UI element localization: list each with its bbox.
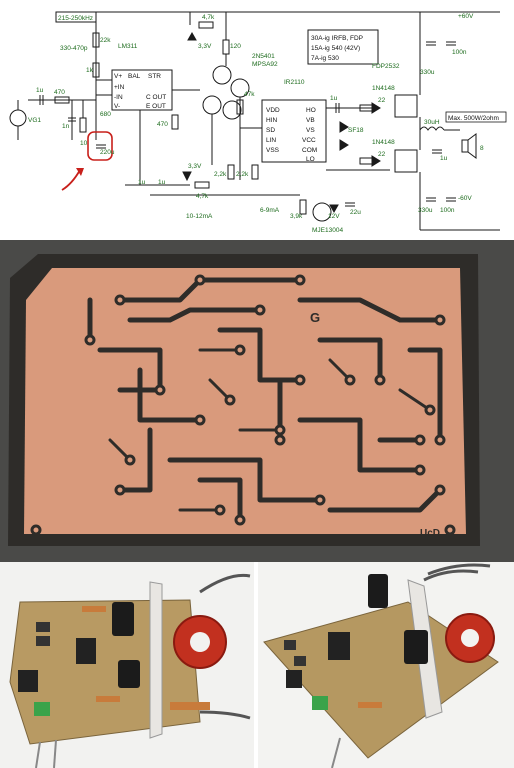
label-inductor: 30uH [424, 119, 440, 126]
assembled-board-photo-right [258, 562, 514, 768]
label-zener-bottom: 3,3V [188, 163, 202, 170]
label-ir2110: IR2110 [284, 79, 305, 86]
pin-vss: VSS [266, 147, 280, 154]
label-fdp2532: FDP2532 [372, 63, 400, 70]
label-c1u-left-1: 1u [138, 179, 146, 186]
pin-sd: SD [266, 127, 275, 134]
label-source: VG1 [28, 117, 41, 124]
pin-vs: VS [306, 127, 315, 134]
label-c330u-b: 330u [418, 207, 433, 214]
label-zener-12v: 12V [328, 213, 340, 220]
label-power: Max. 500W/2ohm [448, 115, 499, 122]
label-r2k2-b: 2,2k [236, 171, 249, 178]
pin-in-minus: -IN [114, 94, 123, 101]
label-c100n-a: 100n [452, 49, 467, 56]
label-frequency: 215-250kHz [58, 15, 93, 22]
label-r470-input: 470 [54, 89, 65, 96]
copper-pour [24, 268, 466, 534]
mosfet-note-3: 7A-ig 530 [311, 55, 339, 62]
label-c330u-a: 330u [420, 69, 435, 76]
label-vplus: +60V [458, 13, 474, 20]
label-sf18: SF18 [348, 127, 364, 134]
label-current: 10-12mA [186, 213, 213, 220]
label-lm311: LM311 [118, 43, 138, 50]
pin-cout: C OUT [146, 94, 166, 101]
label-c1u-boot: 1u [330, 95, 338, 102]
label-r22-a: 22 [378, 97, 386, 104]
label-vminus: -60V [458, 195, 472, 202]
label-transistor-2n5401: 2N5401 [252, 53, 275, 60]
label-r1k: 1k [86, 67, 94, 74]
label-r3k9: 3,9k [290, 213, 303, 220]
label-zener-top: 3,3V [198, 43, 212, 50]
pin-hin: HIN [266, 117, 278, 124]
label-r680: 680 [100, 111, 111, 118]
mosfet-note-2: 15A-ig 540 (42V) [311, 45, 360, 52]
pin-vb: VB [306, 117, 315, 124]
label-r22k: 22k [100, 37, 111, 44]
label-c100n-b: 100n [440, 207, 455, 214]
label-diode-2: 1N4148 [372, 139, 395, 146]
label-c1u-left-2: 1u [158, 179, 166, 186]
pin-vplus: V+ [114, 73, 122, 80]
label-r120: 120 [230, 43, 241, 50]
label-diode-1: 1N4148 [372, 85, 395, 92]
pin-lin: LIN [266, 137, 276, 144]
pin-str: STR [148, 73, 161, 80]
highlight-circle [87, 131, 113, 161]
label-r22-b: 22 [378, 151, 386, 158]
pcb-marking-g: G [310, 310, 320, 325]
pin-vdd: VDD [266, 107, 280, 114]
label-c1u-input: 1u [36, 87, 44, 94]
label-c22u: 22u [350, 209, 361, 216]
pcb-marking-ucd: UcD [420, 528, 440, 539]
label-current-6-9: 6-9mA [260, 207, 280, 214]
pin-in-plus: +IN [114, 84, 125, 91]
pin-eout: E OUT [146, 103, 166, 110]
label-r470-out: 470 [157, 121, 168, 128]
label-r2k2-a: 2,2k [214, 171, 227, 178]
label-r47k: 47k [244, 91, 255, 98]
label-r4k7-bottom: 4,7k [196, 193, 209, 200]
label-cap-range: 330-470p [60, 45, 88, 52]
pin-lo: LO [306, 156, 315, 163]
label-speaker: 8 [480, 145, 484, 152]
pin-com: COM [302, 147, 317, 154]
label-r10: 10 [80, 140, 88, 147]
assembled-board-photo-left [0, 562, 254, 768]
amplifier-schematic: 215-250kHz 330-470p 22k 1k LM311 V+ BAL … [0, 0, 514, 240]
pin-ho: HO [306, 107, 316, 114]
label-c220u: 220u [100, 149, 115, 156]
label-c1n: 1n [62, 123, 70, 130]
mosfet-note-1: 30A-ig IRFB, FDP [311, 35, 363, 42]
label-r4k7-top: 4,7k [202, 14, 215, 21]
pin-vcc: VCC [302, 137, 316, 144]
pin-vminus: V- [114, 103, 120, 110]
pin-bal: BAL [128, 73, 141, 80]
label-mje13004: MJE13004 [312, 227, 343, 234]
pcb-layout-photo: G UcD [0, 240, 514, 562]
label-c1u-out: 1u [440, 155, 448, 162]
label-transistor-mpsa92: MPSA92 [252, 61, 278, 68]
annotation-arrow [61, 169, 81, 191]
